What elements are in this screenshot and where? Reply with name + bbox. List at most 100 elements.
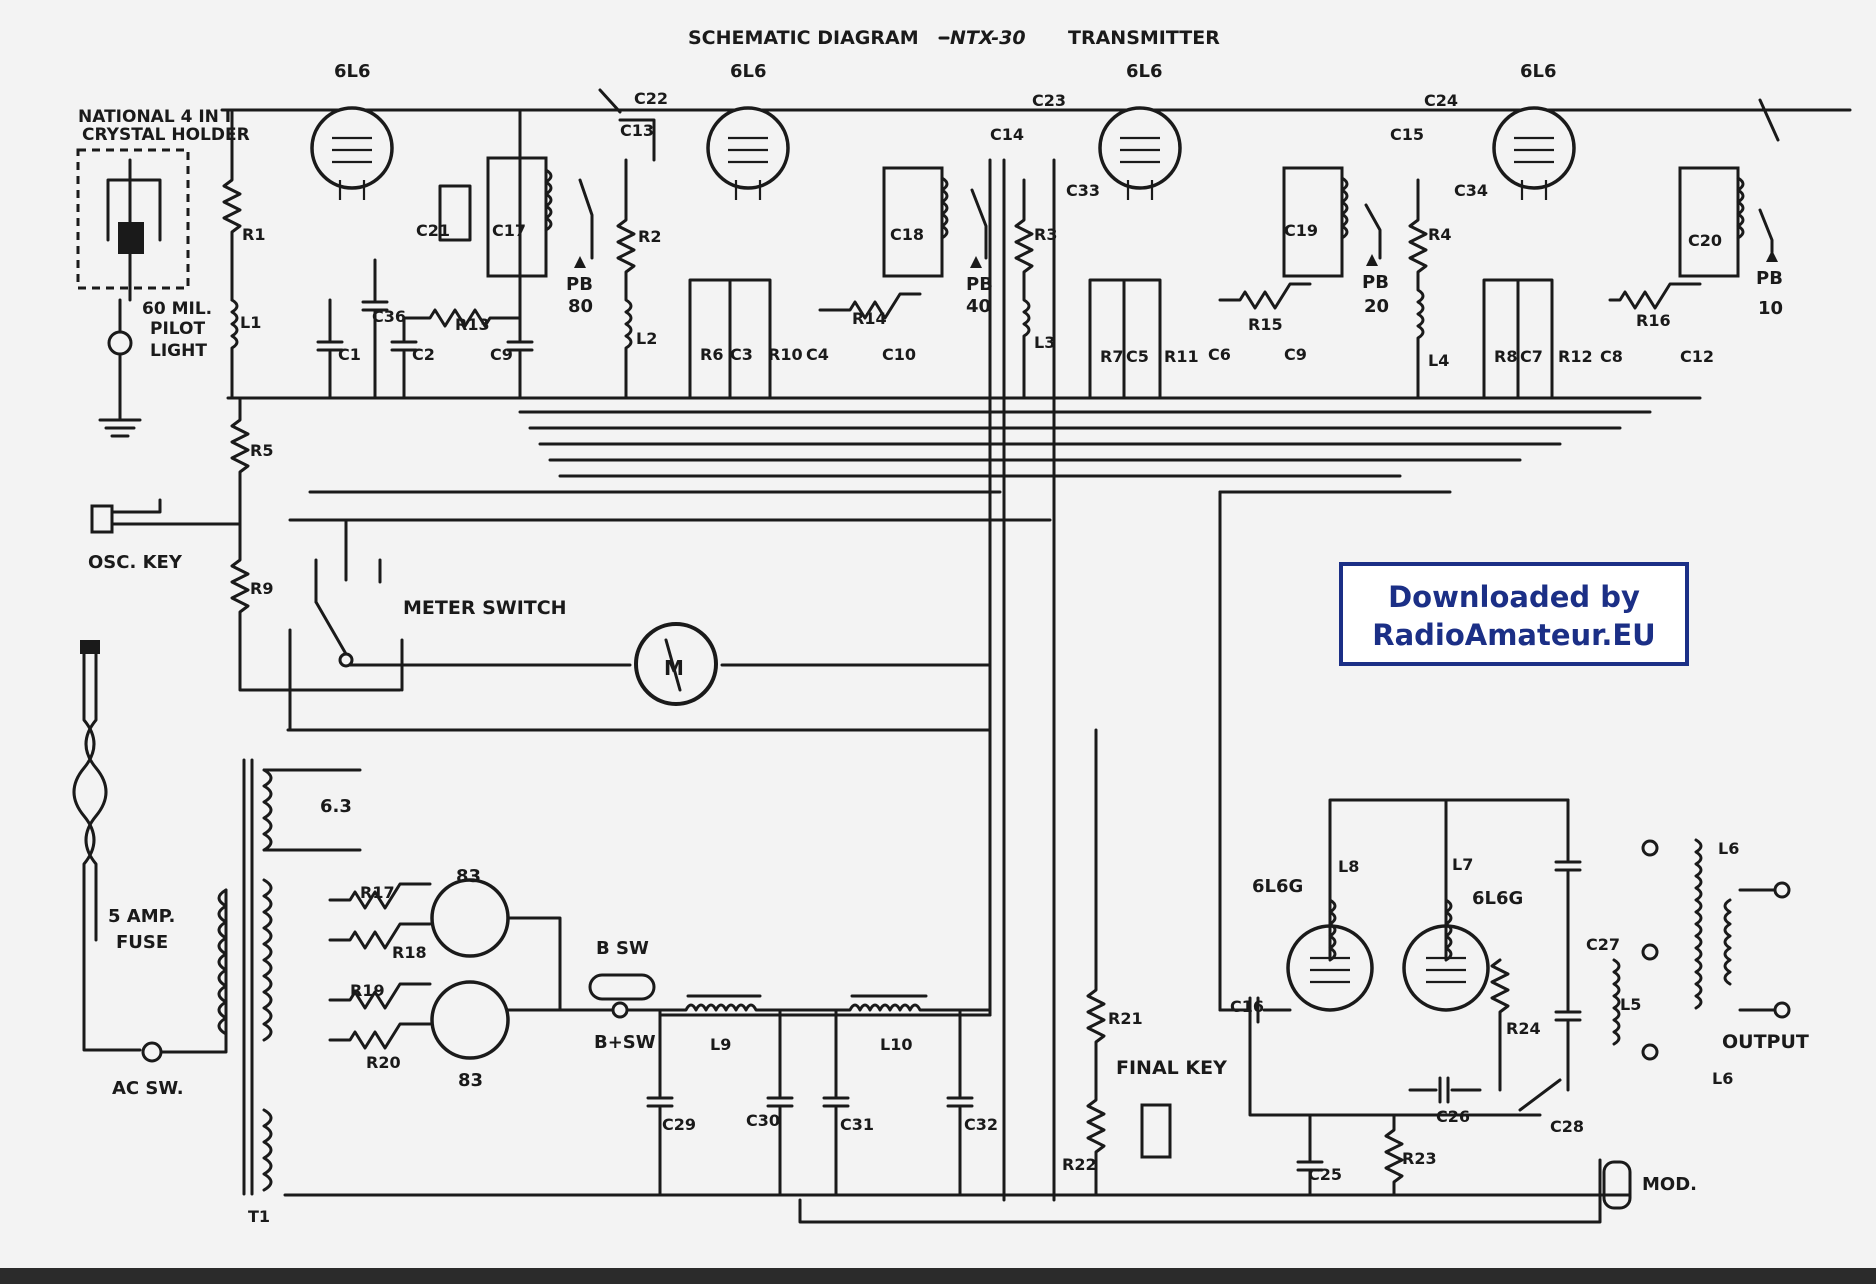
svg-text:R9: R9 [250,579,273,598]
tube-6l6-1 [310,106,394,190]
svg-text:PILOT: PILOT [150,319,205,339]
svg-text:6L6: 6L6 [1126,61,1163,82]
watermark-badge: Downloaded by RadioAmateur.EU [1339,562,1689,666]
svg-text:83: 83 [458,1070,483,1091]
svg-text:C9: C9 [1284,345,1307,364]
svg-text:60 MIL.: 60 MIL. [142,299,212,319]
diagram-title: SCHEMATIC DIAGRAM NTX-30 TRANSMITTER [688,27,1220,49]
watermark-line-1: Downloaded by [1388,580,1640,614]
tube-6l6-3 [1098,106,1182,190]
svg-text:R7: R7 [1100,347,1123,366]
svg-text:C27: C27 [1586,935,1620,954]
svg-text:R22: R22 [1062,1155,1097,1174]
svg-text:C23: C23 [1032,91,1066,110]
stage-4: 6L6 R4 L4 C34 R8 C7 R12 C8 R16 C12 C20 P… [1408,61,1783,400]
svg-text:C15: C15 [1390,125,1424,144]
svg-text:R20: R20 [366,1053,401,1072]
svg-text:80: 80 [568,296,593,317]
svg-text:20: 20 [1364,296,1389,317]
svg-text:R5: R5 [250,441,273,460]
svg-text:CRYSTAL HOLDER: CRYSTAL HOLDER [82,125,250,145]
stage-1: 6L6 R1 L1 C1 C36 C2 R13 C9 C17 C21 PB 80… [222,61,668,400]
title-text: SCHEMATIC DIAGRAM [688,27,919,49]
svg-text:6.3: 6.3 [320,796,352,817]
svg-text:L2: L2 [636,329,657,348]
scan-edge [0,1268,1876,1284]
svg-text:C32: C32 [964,1115,998,1134]
svg-text:R16: R16 [1636,311,1671,330]
svg-text:L6: L6 [1712,1069,1733,1088]
svg-text:C5: C5 [1126,347,1149,366]
svg-text:L3: L3 [1034,333,1055,352]
svg-text:L1: L1 [240,313,261,332]
svg-text:C26: C26 [1436,1107,1470,1126]
svg-text:R21: R21 [1108,1009,1143,1028]
svg-text:10: 10 [1758,298,1783,319]
svg-text:C3: C3 [730,345,753,364]
svg-text:L4: L4 [1428,351,1449,370]
tube-6l6-4 [1492,106,1576,190]
svg-text:R24: R24 [1506,1019,1541,1038]
svg-text:C7: C7 [1520,347,1543,366]
pilot-light: 60 MIL. PILOT LIGHT [98,298,212,438]
svg-text:PB: PB [1362,272,1389,293]
svg-text:LIGHT: LIGHT [150,341,207,361]
svg-text:L7: L7 [1452,855,1473,874]
power-supply: 5 AMP. FUSE AC SW. 6.3 T1 83 83 R17 R18 … [72,640,998,1226]
svg-text:40: 40 [966,296,991,317]
title-model: NTX-30 [950,27,1026,49]
svg-text:83: 83 [456,866,481,887]
svg-text:R4: R4 [1428,225,1451,244]
crystal-holder: NATIONAL 4 IN I CRYSTAL HOLDER [76,107,250,302]
svg-text:R13: R13 [455,315,490,334]
svg-text:C4: C4 [806,345,829,364]
svg-text:NATIONAL 4 IN I: NATIONAL 4 IN I [78,107,231,127]
svg-text:PB: PB [966,274,993,295]
svg-text:L6: L6 [1718,839,1739,858]
title-suffix: TRANSMITTER [1068,27,1220,49]
svg-text:R11: R11 [1164,347,1199,366]
svg-text:C2: C2 [412,345,435,364]
svg-text:C33: C33 [1066,181,1100,200]
svg-text:C6: C6 [1208,345,1231,364]
svg-text:6L6G: 6L6G [1252,876,1303,897]
svg-text:L10: L10 [880,1035,912,1054]
svg-text:C25: C25 [1308,1165,1342,1184]
svg-text:6L6: 6L6 [1520,61,1557,82]
svg-text:R6: R6 [700,345,723,364]
tube-83-1 [430,878,510,958]
svg-text:6L6: 6L6 [334,61,371,82]
svg-text:R3: R3 [1034,225,1057,244]
svg-text:R8: R8 [1494,347,1517,366]
svg-text:C8: C8 [1600,347,1623,366]
svg-text:L9: L9 [710,1035,731,1054]
svg-text:FUSE: FUSE [116,932,168,953]
svg-text:C14: C14 [990,125,1024,144]
svg-text:C19: C19 [1284,221,1318,240]
svg-text:T1: T1 [248,1207,270,1226]
svg-text:METER SWITCH: METER SWITCH [403,597,567,619]
svg-text:C30: C30 [746,1111,780,1130]
bus-wiring [220,108,1852,1224]
keying-and-metering: R5 R9 OSC. KEY METER SWITCH M [88,396,718,732]
svg-text:C31: C31 [840,1115,874,1134]
svg-text:C20: C20 [1688,231,1722,250]
svg-text:R14: R14 [852,309,887,328]
watermark-line-2: RadioAmateur.EU [1372,618,1656,652]
tube-6l6-2 [706,106,790,190]
svg-text:C9: C9 [490,345,513,364]
svg-text:R18: R18 [392,943,427,962]
svg-text:C28: C28 [1550,1117,1584,1136]
svg-text:C12: C12 [1680,347,1714,366]
svg-text:C13: C13 [620,121,654,140]
svg-text:R2: R2 [638,227,661,246]
svg-text:L8: L8 [1338,857,1359,876]
svg-text:C34: C34 [1454,181,1488,200]
svg-text:PB: PB [1756,268,1783,289]
svg-text:C21: C21 [416,221,450,240]
svg-text:C24: C24 [1424,91,1458,110]
svg-text:C36: C36 [372,307,406,326]
svg-text:C22: C22 [634,89,668,108]
